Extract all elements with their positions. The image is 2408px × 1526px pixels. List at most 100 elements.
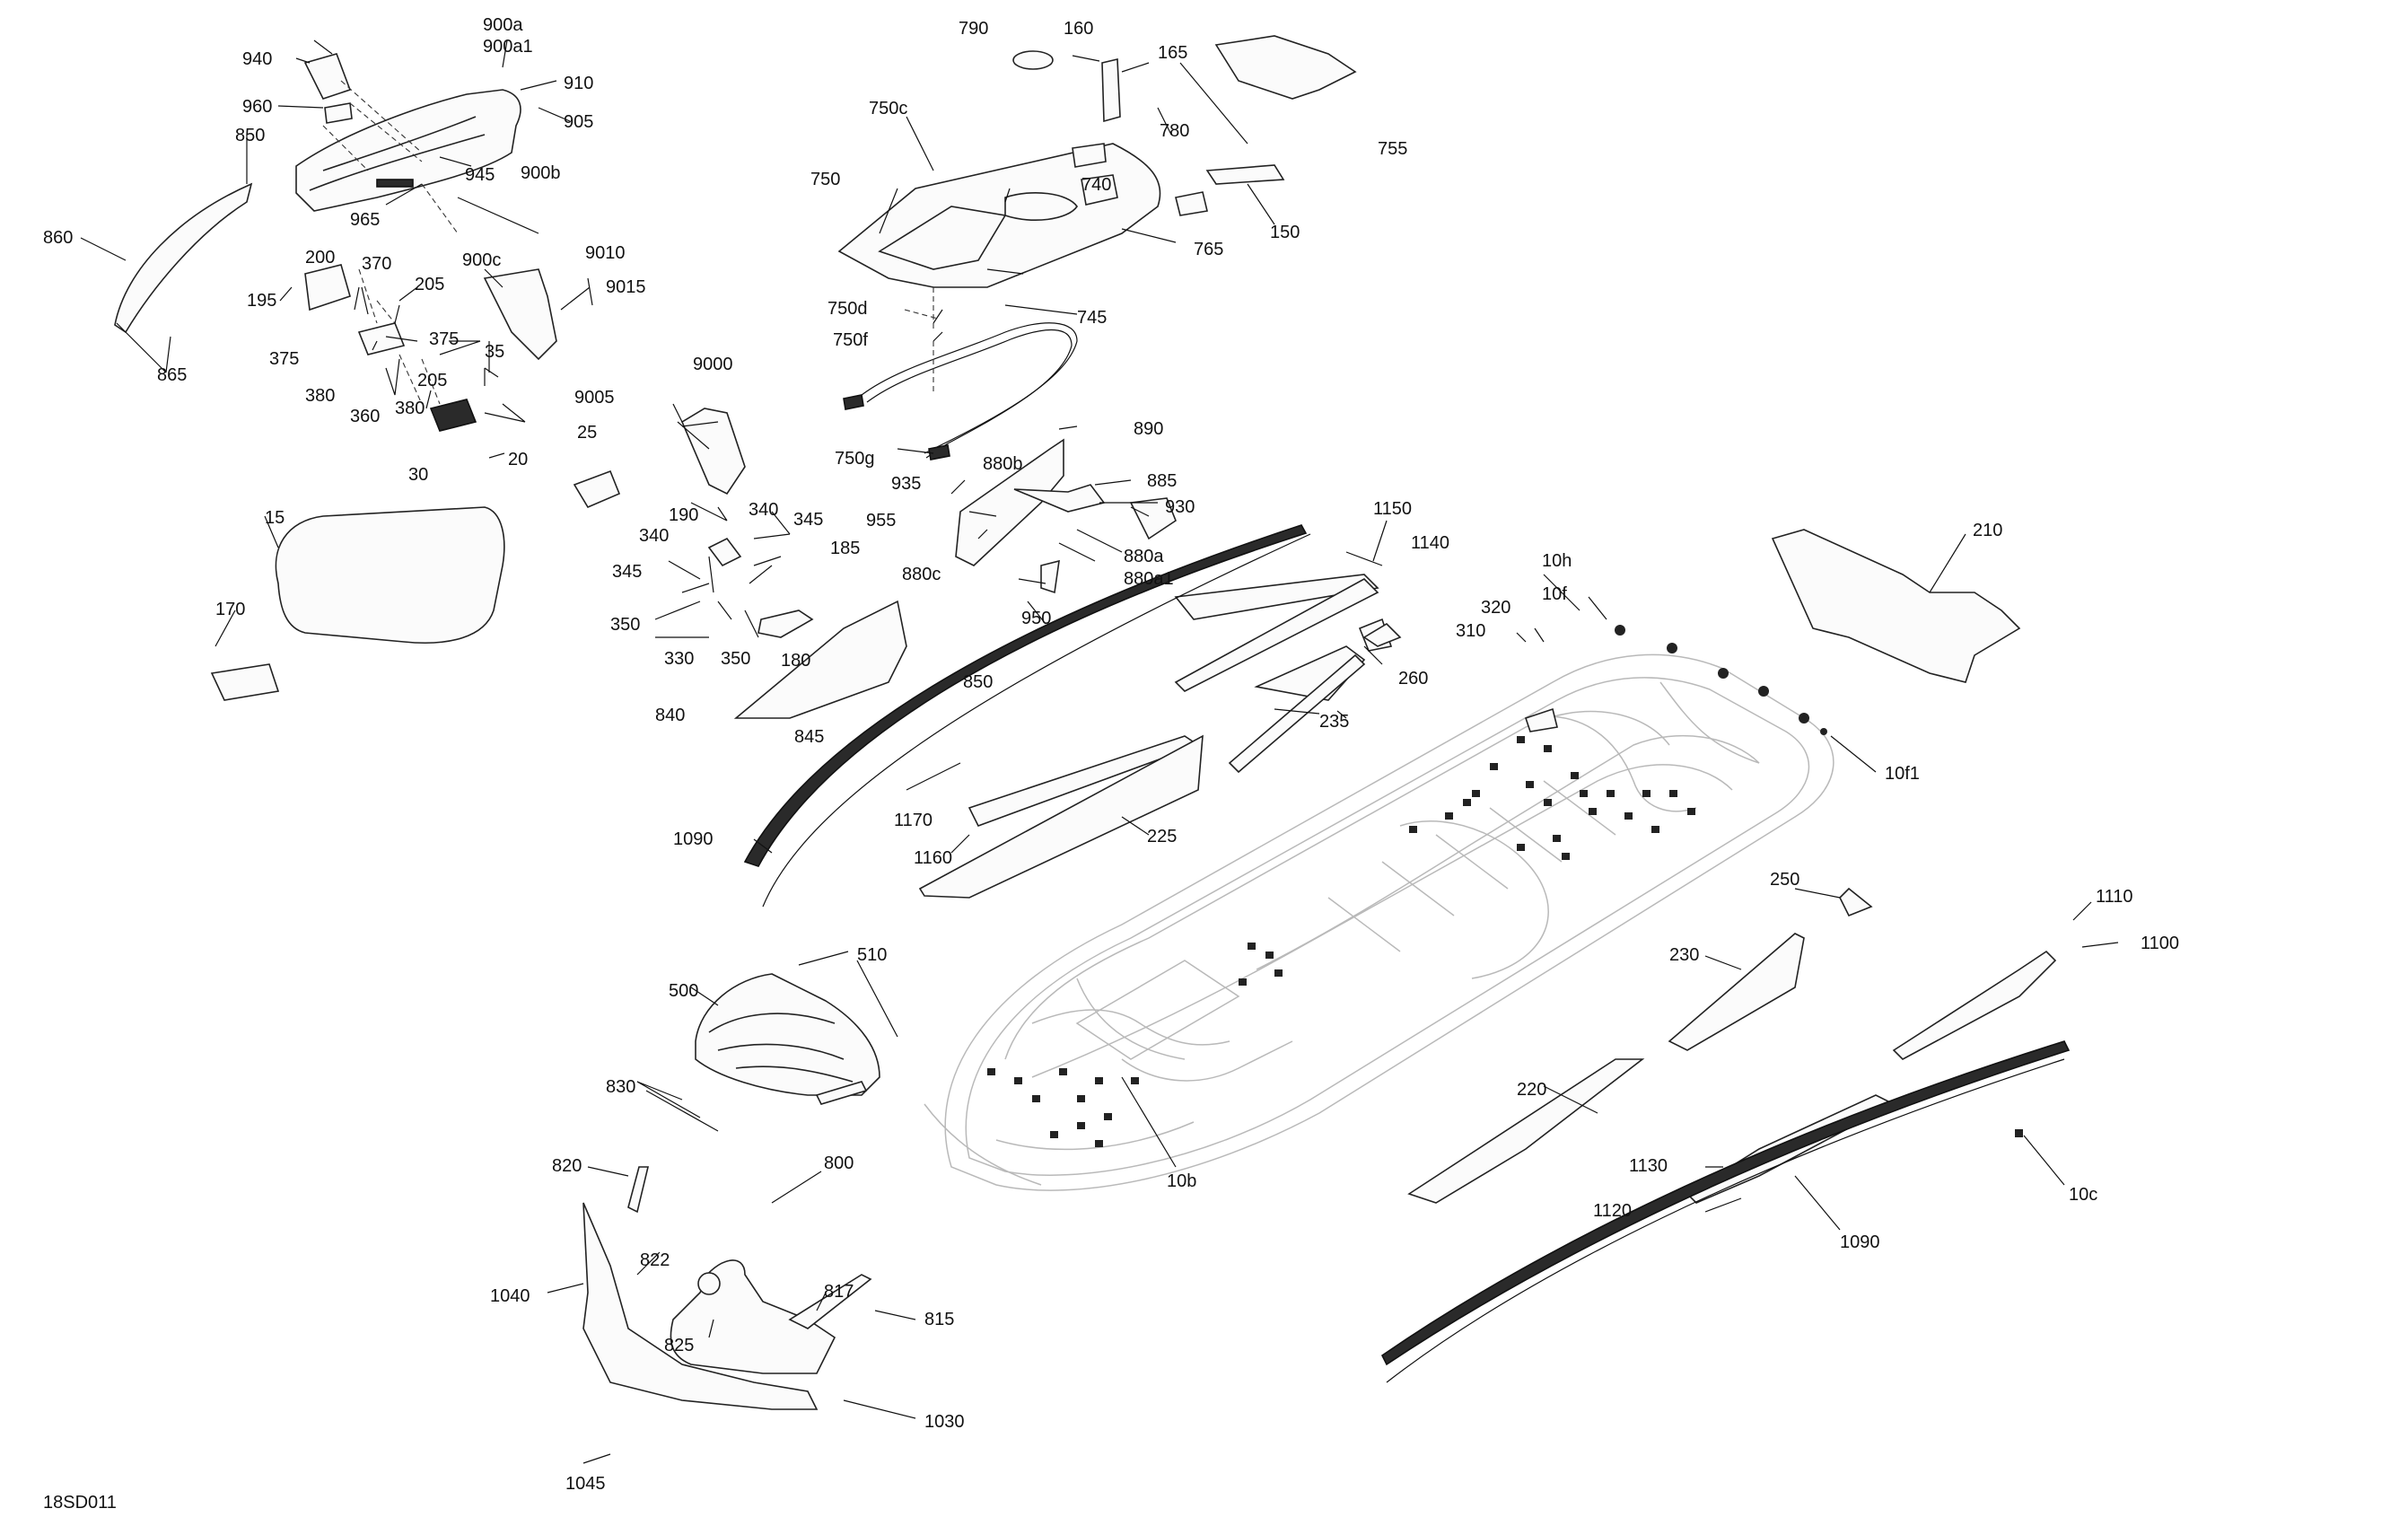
callout-500: 500	[669, 981, 698, 1001]
callout-965: 965	[350, 210, 380, 230]
callout-860: 860	[43, 228, 73, 248]
callout-345-a: 345	[793, 510, 823, 530]
callout-200: 200	[305, 248, 335, 267]
callout-745: 745	[1077, 308, 1107, 328]
callout-865: 865	[157, 365, 187, 385]
callout-345-b: 345	[612, 562, 642, 582]
callout-30: 30	[408, 465, 428, 485]
deck-dash-lines	[904, 287, 939, 395]
callout-25: 25	[577, 423, 597, 443]
callout-9005: 9005	[574, 388, 615, 408]
callout-230: 230	[1669, 945, 1699, 965]
callout-1100: 1100	[2141, 934, 2179, 953]
callout-750f: 750f	[833, 330, 868, 350]
callout-340-b: 340	[639, 526, 669, 546]
callout-380-b: 380	[395, 399, 425, 418]
callout-350-b: 350	[721, 649, 750, 669]
callout-10b: 10b	[1167, 1171, 1196, 1191]
callout-1120: 1120	[1593, 1201, 1632, 1221]
callout-205-b: 205	[417, 371, 447, 390]
callout-375-b: 375	[269, 349, 299, 369]
callout-850-top: 850	[235, 126, 265, 145]
callout-195: 195	[247, 291, 276, 311]
callout-830: 830	[606, 1077, 635, 1097]
callout-360: 360	[350, 407, 380, 426]
callout-880b: 880b	[983, 454, 1023, 474]
callout-260: 260	[1398, 669, 1428, 688]
leader-lines	[80, 39, 2119, 1464]
callout-755: 755	[1378, 139, 1407, 159]
callout-labels: 940 900a 900a1 910 905 960 850 900b 945 …	[43, 15, 2179, 1494]
deck-panel-assembly	[837, 35, 1357, 460]
callout-1170: 1170	[894, 811, 933, 830]
callout-880a: 880a	[1124, 547, 1164, 566]
front-bumper-assembly	[582, 973, 880, 1410]
callout-900c: 900c	[462, 250, 501, 270]
callout-955: 955	[866, 511, 896, 531]
callout-900b: 900b	[521, 163, 561, 183]
callout-750: 750	[810, 170, 840, 189]
callout-185: 185	[830, 539, 860, 558]
callout-935: 935	[891, 474, 921, 494]
callout-900a1: 900a1	[483, 37, 533, 57]
callout-330: 330	[664, 649, 694, 669]
callout-880a1: 880a1	[1124, 569, 1174, 589]
callout-10f1: 10f1	[1885, 764, 1920, 784]
callout-960: 960	[242, 97, 272, 117]
callout-930: 930	[1165, 497, 1195, 517]
callout-340-a: 340	[749, 500, 778, 520]
callout-750g: 750g	[835, 449, 875, 469]
callout-225: 225	[1147, 827, 1177, 846]
callout-1110: 1110	[2096, 887, 2133, 907]
callout-235: 235	[1319, 712, 1349, 732]
callout-190: 190	[669, 505, 698, 525]
callout-10h: 10h	[1542, 551, 1572, 571]
callout-822: 822	[640, 1250, 670, 1270]
hull-clips	[987, 736, 1695, 1147]
hull-body	[924, 653, 1834, 1191]
storage-cover-assembly	[114, 53, 557, 701]
callout-375-a: 375	[429, 329, 459, 349]
callout-510: 510	[857, 945, 887, 965]
callout-825: 825	[664, 1336, 694, 1355]
callout-370: 370	[362, 254, 391, 274]
callout-780: 780	[1160, 121, 1189, 141]
callout-750c: 750c	[869, 99, 907, 118]
callout-1040: 1040	[490, 1286, 530, 1306]
callout-817: 817	[824, 1282, 854, 1302]
callout-1045: 1045	[565, 1474, 606, 1494]
callout-350-a: 350	[610, 615, 640, 635]
callout-1130: 1130	[1629, 1156, 1668, 1176]
callout-380-a: 380	[305, 386, 335, 406]
callout-885: 885	[1147, 471, 1177, 491]
callout-150: 150	[1270, 223, 1300, 242]
callout-1090-right: 1090	[1840, 1232, 1880, 1252]
callout-765: 765	[1194, 240, 1223, 259]
callout-945: 945	[465, 165, 495, 185]
callout-1030: 1030	[924, 1412, 965, 1432]
callout-905: 905	[564, 112, 593, 132]
callout-850-mid: 850	[963, 672, 993, 692]
callout-205-a: 205	[415, 275, 444, 294]
callout-9000: 9000	[693, 355, 733, 374]
callout-210: 210	[1973, 521, 2002, 540]
callout-800: 800	[824, 1153, 854, 1173]
callout-165: 165	[1158, 43, 1187, 63]
right-fasteners	[1615, 625, 2023, 1137]
callout-1090-left: 1090	[673, 829, 714, 849]
callout-10f: 10f	[1542, 584, 1567, 604]
side-trim-assembly	[573, 408, 1393, 908]
callout-250: 250	[1770, 870, 1799, 890]
callout-160: 160	[1064, 19, 1093, 39]
callout-15: 15	[265, 508, 285, 528]
callout-9010: 9010	[585, 243, 626, 263]
callout-880c: 880c	[902, 565, 941, 584]
callout-950: 950	[1021, 609, 1051, 628]
callout-815: 815	[924, 1310, 954, 1329]
top-left-dash-lines	[322, 80, 459, 405]
callout-845: 845	[794, 727, 824, 747]
callout-320: 320	[1481, 598, 1510, 618]
callout-790: 790	[959, 19, 988, 39]
callout-940: 940	[242, 49, 272, 69]
